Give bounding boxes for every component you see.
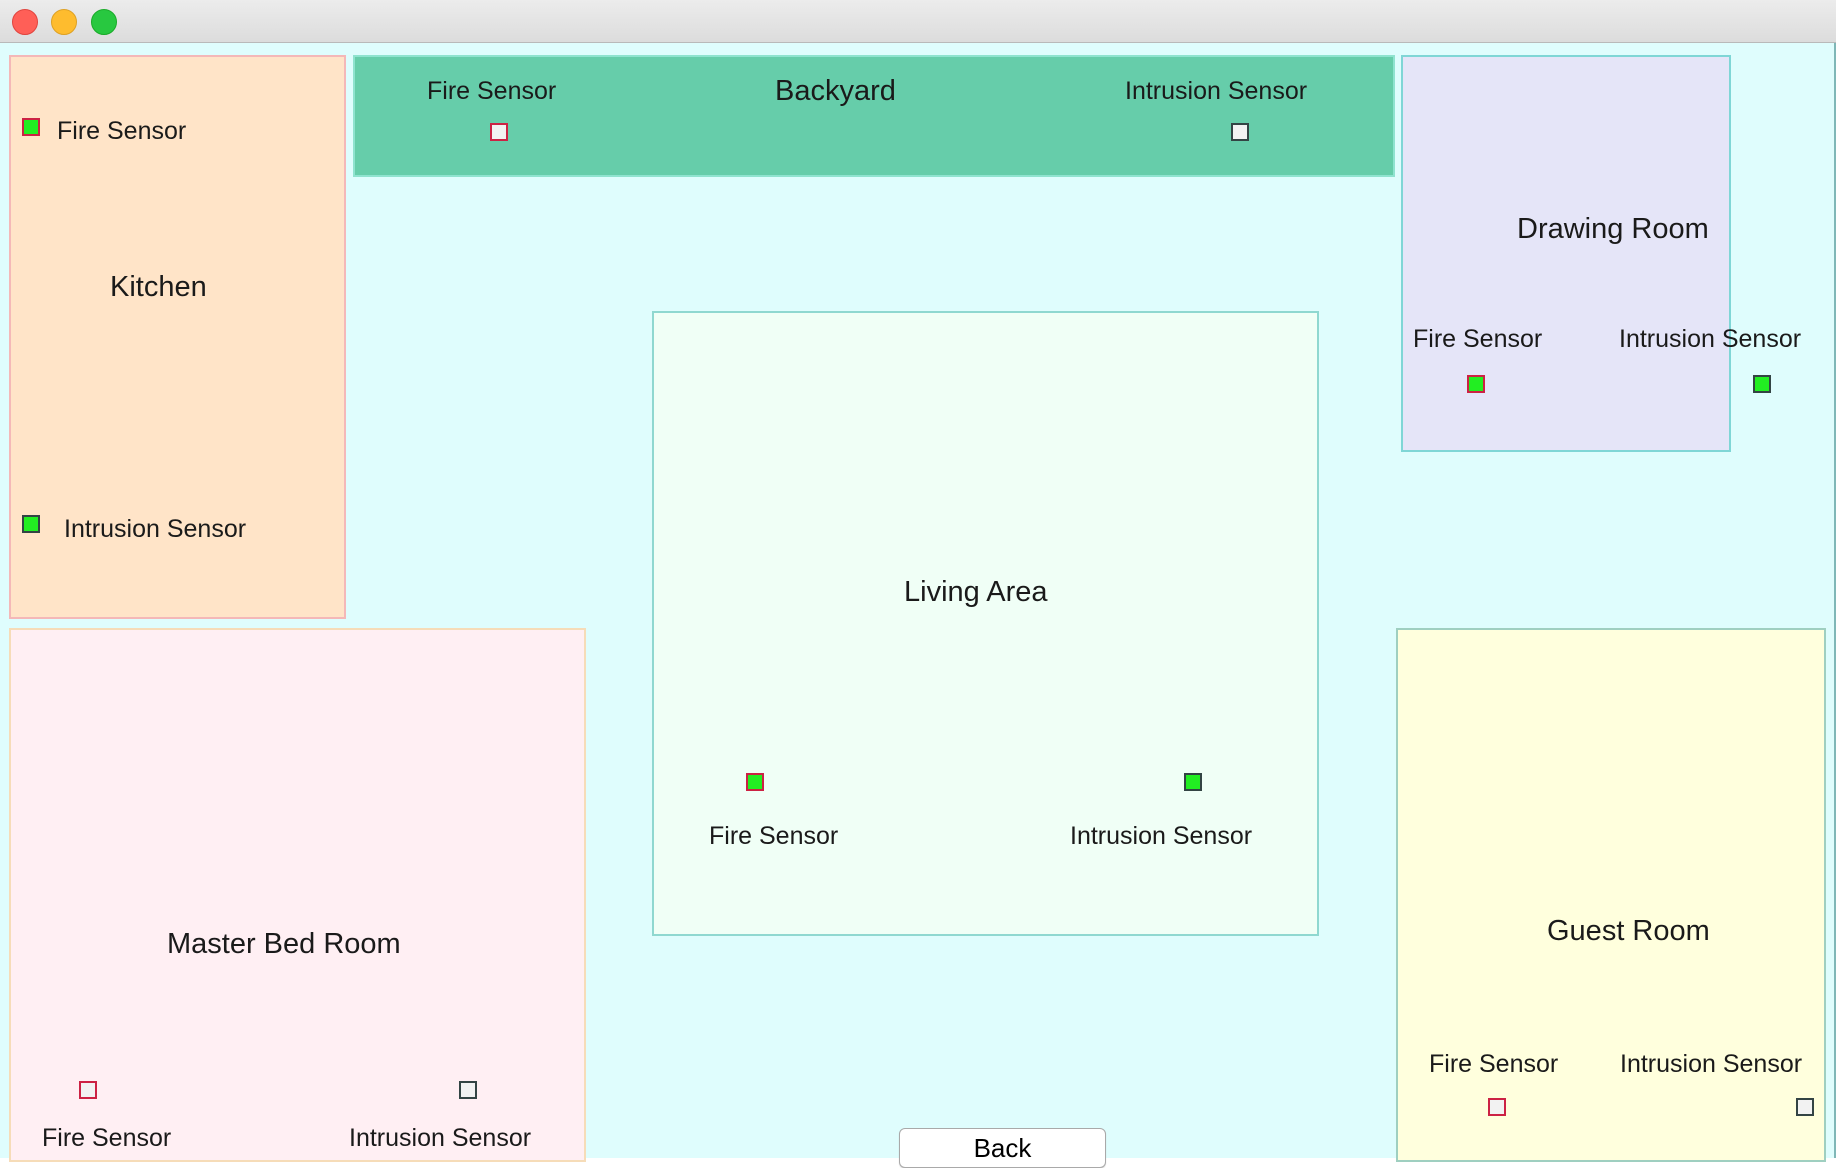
master-bed-room-intrusion-sensor-label: Intrusion Sensor [349, 1124, 532, 1152]
room-master-bed-room: Master Bed Room Fire Sensor Intrusion Se… [9, 628, 586, 1162]
master-bed-room-name: Master Bed Room [167, 928, 401, 960]
kitchen-intrusion-sensor-label: Intrusion Sensor [64, 515, 247, 543]
guest-room-intrusion-sensor-label: Intrusion Sensor [1620, 1050, 1803, 1078]
window-titlebar [0, 0, 1836, 43]
guest-room-name: Guest Room [1547, 915, 1710, 947]
drawing-room-intrusion-sensor-label: Intrusion Sensor [1619, 325, 1802, 353]
kitchen-intrusion-sensor-indicator [22, 515, 40, 533]
close-icon[interactable] [12, 9, 38, 35]
kitchen-fire-sensor-indicator [22, 118, 40, 136]
drawing-room-fire-sensor-indicator [1467, 375, 1485, 393]
guest-room-fire-sensor-label: Fire Sensor [1429, 1050, 1559, 1078]
backyard-fire-sensor-indicator [490, 123, 508, 141]
living-area-intrusion-sensor-indicator [1184, 773, 1202, 791]
backyard-fire-sensor-label: Fire Sensor [427, 77, 557, 105]
drawing-room-intrusion-sensor-indicator [1753, 375, 1771, 393]
living-area-fire-sensor-indicator [746, 773, 764, 791]
room-guest-room: Guest Room Fire Sensor Intrusion Sensor [1396, 628, 1826, 1162]
back-button[interactable]: Back [899, 1128, 1106, 1168]
room-backyard: Fire Sensor Backyard Intrusion Sensor [353, 55, 1395, 177]
room-kitchen: Fire Sensor Kitchen Intrusion Sensor [9, 55, 346, 619]
guest-room-intrusion-sensor-indicator [1796, 1098, 1814, 1116]
backyard-intrusion-sensor-label: Intrusion Sensor [1125, 77, 1308, 105]
drawing-room-fire-sensor-label: Fire Sensor [1413, 325, 1543, 353]
guest-room-fire-sensor-indicator [1488, 1098, 1506, 1116]
zoom-icon[interactable] [91, 9, 117, 35]
room-drawing-room: Drawing Room Fire Sensor Intrusion Senso… [1401, 55, 1801, 452]
room-living-area: Living Area Fire Sensor Intrusion Sensor [652, 311, 1319, 936]
drawing-room-name: Drawing Room [1517, 213, 1709, 245]
living-area-intrusion-sensor-label: Intrusion Sensor [1070, 822, 1253, 850]
kitchen-name: Kitchen [110, 271, 207, 303]
master-bed-room-intrusion-sensor-indicator [459, 1081, 477, 1099]
minimize-icon[interactable] [51, 9, 77, 35]
living-area-name: Living Area [904, 576, 1048, 608]
backyard-intrusion-sensor-indicator [1231, 123, 1249, 141]
living-area-fire-sensor-label: Fire Sensor [709, 822, 839, 850]
master-bed-room-fire-sensor-indicator [79, 1081, 97, 1099]
floor-plan: Fire Sensor Kitchen Intrusion Sensor Fir… [0, 43, 1836, 1168]
master-bed-room-fire-sensor-label: Fire Sensor [42, 1124, 172, 1152]
kitchen-fire-sensor-label: Fire Sensor [57, 117, 187, 145]
backyard-name: Backyard [775, 75, 896, 107]
